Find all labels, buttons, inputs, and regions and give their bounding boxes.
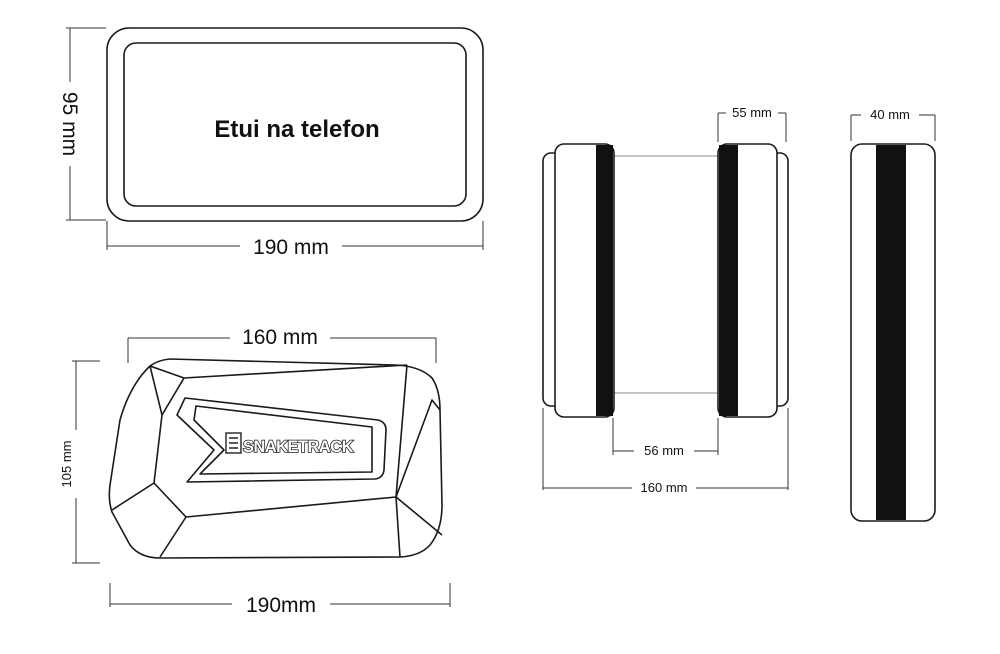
total-width-label: 160 mm — [641, 480, 688, 495]
phone-case-height-dimension: 95 mm — [58, 27, 106, 221]
bag-facets — [111, 364, 443, 558]
phone-case-width-label: 190 mm — [253, 236, 329, 259]
phone-case-drawing: Etui na telefon — [106, 27, 484, 222]
pad-width-dimension: 55 mm — [717, 104, 787, 142]
inner-gap-dimension: 56 mm — [612, 418, 719, 459]
end-view-band — [876, 145, 906, 520]
bag-width-top-dimension: 160 mm — [127, 324, 437, 363]
end-view-width-dimension: 40 mm — [850, 106, 936, 141]
bag-height-label: 105 mm — [59, 441, 74, 488]
bag-emblem-inner — [193, 405, 373, 475]
bag-height-dimension: 105 mm — [59, 360, 100, 564]
phone-case-width-dimension: 190 mm — [106, 221, 484, 259]
pad-width-label: 55 mm — [732, 105, 772, 120]
phone-case-height-label: 95 mm — [58, 92, 81, 156]
phone-case-label: Etui na telefon — [214, 116, 379, 143]
bag-top-view-drawing — [108, 358, 443, 559]
brand-logo-text: SNAKETRACK — [243, 437, 354, 456]
bag-width-bottom-dimension: 190mm — [109, 583, 451, 618]
brand-logo: SNAKETRACK — [225, 432, 355, 457]
bag-width-bottom-label: 190mm — [246, 594, 316, 617]
inner-gap-label: 56 mm — [644, 443, 684, 458]
left-pad-band — [596, 145, 613, 416]
total-width-dimension: 160 mm — [542, 408, 789, 496]
side-view-drawing — [542, 143, 789, 418]
end-view-width-label: 40 mm — [870, 107, 910, 122]
phone-case-inner — [123, 42, 467, 207]
end-view-drawing — [850, 143, 936, 522]
bag-width-top-label: 160 mm — [242, 326, 318, 349]
right-pad-band — [719, 145, 738, 416]
